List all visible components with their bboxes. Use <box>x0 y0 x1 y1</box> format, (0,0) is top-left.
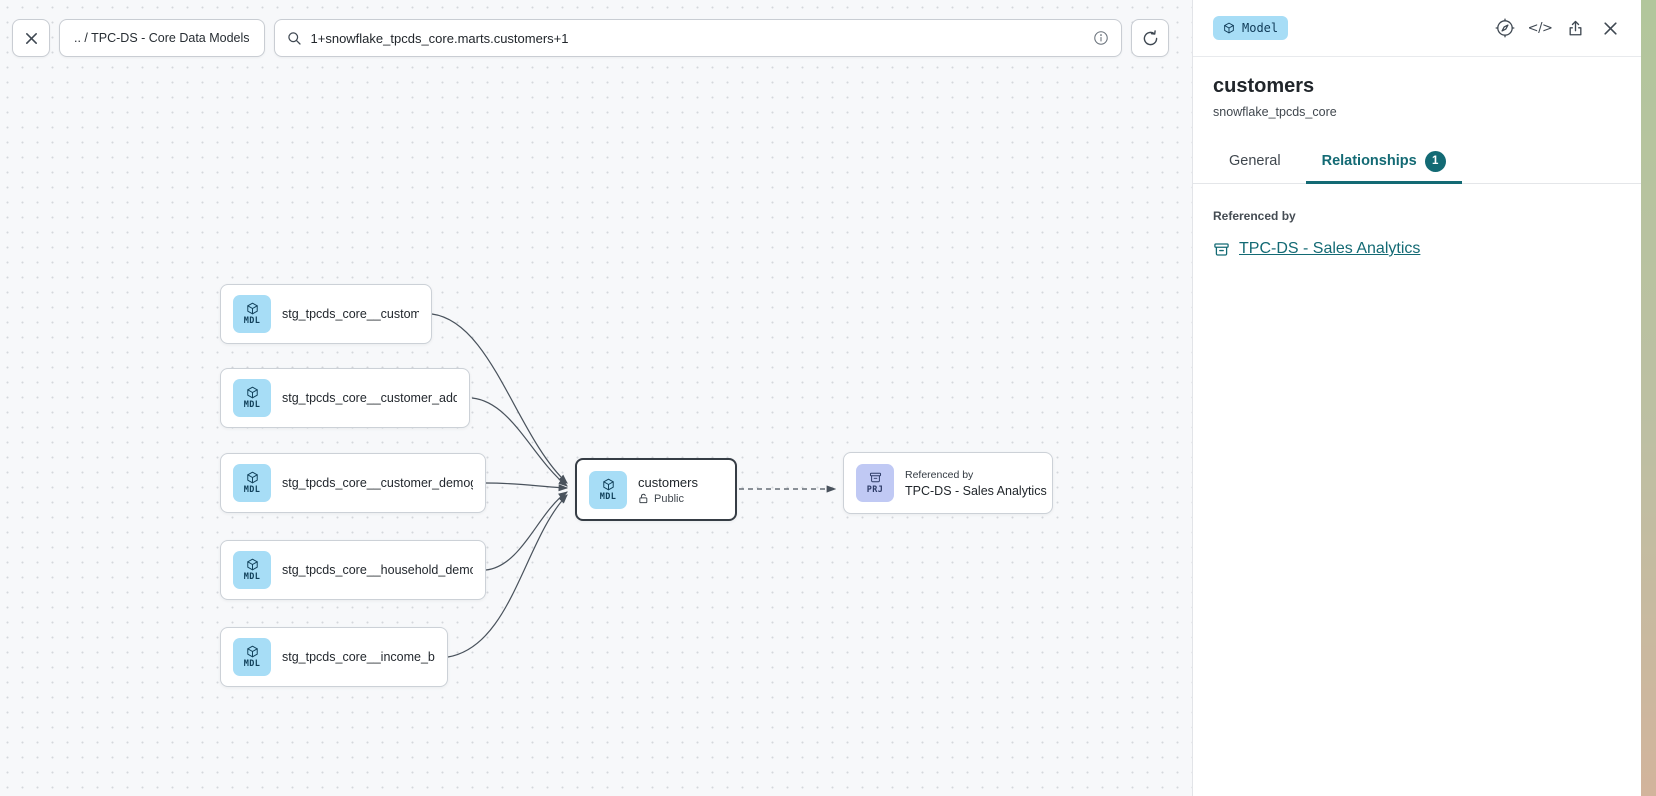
node-caption: Referenced by <box>905 468 974 481</box>
edge-customer-demographics <box>485 482 569 492</box>
unlock-icon <box>639 493 648 504</box>
desktop-wallpaper-edge <box>1641 0 1656 796</box>
cube-icon <box>246 302 258 315</box>
model-chip-label: MDL <box>243 485 261 495</box>
compass-icon <box>1495 18 1515 38</box>
panel-tabs: General Relationships 1 <box>1193 141 1641 184</box>
node-label: stg_tpcds_core__customer_demogra... <box>282 476 473 490</box>
page-subtitle: snowflake_tpcds_core <box>1213 105 1337 119</box>
panel-header: Model </> <box>1193 0 1641 57</box>
model-chip: MDL <box>233 638 271 676</box>
node-stg-tpcds-core-customer-address[interactable]: MDL stg_tpcds_core__customer_address <box>220 368 470 428</box>
refresh-icon <box>1143 29 1157 45</box>
model-chip-label: MDL <box>243 659 261 669</box>
close-icon <box>1603 21 1617 35</box>
resource-type-label: Model <box>1242 21 1279 35</box>
referenced-by-row[interactable]: TPC-DS - Sales Analytics <box>1213 240 1621 258</box>
tab-relationships[interactable]: Relationships 1 <box>1305 141 1462 184</box>
node-stg-tpcds-core-customer-demographics[interactable]: MDL stg_tpcds_core__customer_demogra... <box>220 453 486 513</box>
node-stg-tpcds-core-income-band[interactable]: MDL stg_tpcds_core__income_band <box>220 627 448 687</box>
relationships-count-badge: 1 <box>1424 150 1446 172</box>
model-chip-label: MDL <box>243 572 261 582</box>
share-button[interactable] <box>1564 17 1586 39</box>
project-chip: PRJ <box>856 464 894 502</box>
details-panel: Model </> customers snowflake_tpcds_core <box>1193 0 1641 796</box>
breadcrumb[interactable]: .. / TPC-DS - Core Data Models <box>59 19 265 57</box>
cube-icon <box>246 386 258 399</box>
archive-icon <box>1214 242 1229 256</box>
node-label: stg_tpcds_core__household_demogr... <box>282 563 473 577</box>
tab-general[interactable]: General <box>1229 153 1281 169</box>
model-chip-label: MDL <box>243 400 261 410</box>
refresh-button[interactable] <box>1131 19 1169 57</box>
referenced-project-link[interactable]: TPC-DS - Sales Analytics <box>1239 240 1421 257</box>
edge-customer-address <box>471 397 568 487</box>
share-icon <box>1569 20 1581 35</box>
model-chip: MDL <box>233 464 271 502</box>
access-row: Public <box>638 493 698 505</box>
node-label: stg_tpcds_core__customer <box>282 307 419 321</box>
node-label: stg_tpcds_core__customer_address <box>282 391 457 405</box>
referenced-by-label: Referenced by <box>1213 209 1296 223</box>
project-chip-label: PRJ <box>866 485 884 495</box>
model-chip: MDL <box>233 379 271 417</box>
resource-type-badge: Model <box>1213 16 1289 40</box>
close-lineage-button[interactable] <box>12 19 50 57</box>
node-stg-tpcds-core-household-demographics[interactable]: MDL stg_tpcds_core__household_demogr... <box>220 540 486 600</box>
page-title: customers <box>1213 75 1315 97</box>
cube-icon <box>246 558 258 571</box>
close-icon <box>25 32 37 44</box>
archive-icon <box>869 472 881 483</box>
close-panel-button[interactable] <box>1599 17 1621 39</box>
node-stg-tpcds-core-customer[interactable]: MDL stg_tpcds_core__customer <box>220 284 432 344</box>
node-label: customers <box>638 474 698 490</box>
node-label: stg_tpcds_core__income_band <box>282 650 435 664</box>
search-input[interactable] <box>310 30 1084 46</box>
view-code-button[interactable]: </> <box>1527 17 1553 39</box>
lineage-canvas[interactable]: MDL stg_tpcds_core__customer MDL stg_tpc… <box>0 0 1193 796</box>
code-icon: </> <box>1527 20 1553 36</box>
node-customers[interactable]: MDL customers Public <box>575 458 737 521</box>
model-chip: MDL <box>589 470 627 509</box>
model-chip-label: MDL <box>599 491 617 502</box>
lineage-edges <box>431 313 837 658</box>
model-chip: MDL <box>233 551 271 589</box>
relationships-section: Referenced by TPC-DS - Sales Analytics <box>1193 184 1641 283</box>
cube-icon <box>1224 22 1234 34</box>
node-referenced-project[interactable]: PRJ Referenced by TPC-DS - Sales Analyti… <box>843 452 1053 514</box>
explore-lineage-button[interactable] <box>1494 17 1516 39</box>
cube-icon <box>246 645 258 658</box>
node-label: TPC-DS - Sales Analytics <box>905 483 1047 498</box>
tab-relationships-label: Relationships <box>1321 153 1417 169</box>
access-label: Public <box>654 492 684 505</box>
edge-household-demographics <box>485 491 568 571</box>
canvas-toolbar: .. / TPC-DS - Core Data Models <box>12 19 1169 57</box>
cube-icon <box>246 471 258 484</box>
model-chip: MDL <box>233 295 271 333</box>
lineage-search-bar <box>273 19 1122 57</box>
info-icon[interactable] <box>1093 30 1109 46</box>
cube-icon <box>602 478 614 490</box>
model-chip-label: MDL <box>243 316 261 326</box>
search-icon <box>287 31 301 45</box>
panel-header-actions: </> <box>1494 17 1621 39</box>
